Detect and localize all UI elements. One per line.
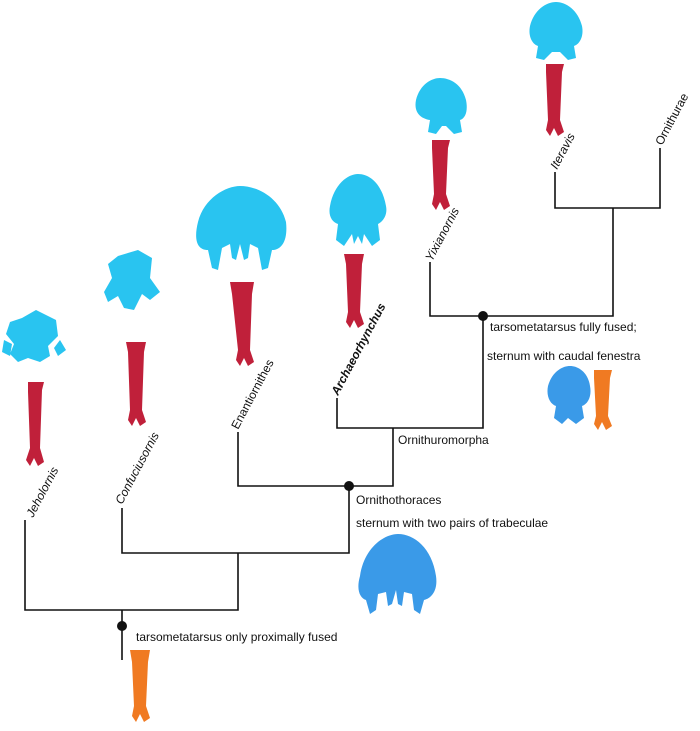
label-yixianornis: Yixianornis <box>422 205 462 263</box>
confuciusornis-illustrations <box>104 250 160 426</box>
jeholornis-illustrations <box>2 310 66 466</box>
archaeorhynchus-illustrations <box>329 174 387 328</box>
node-dot-ornithothoraces <box>344 481 354 491</box>
node-label-tmt-fused: tarsometatarsus fully fused; <box>490 320 637 334</box>
node-tmt-proximal-icon <box>130 650 150 722</box>
yixianornis-tmt-icon <box>432 140 450 210</box>
jeholornis-sternum-icon <box>2 310 66 362</box>
label-iteravis: Iteravis <box>547 131 578 172</box>
enantiornithes-sternum-icon <box>196 186 287 270</box>
node-tmt-fused-sternum-icon <box>547 366 591 424</box>
jeholornis-tmt-icon <box>26 382 44 466</box>
branch-pygostylia <box>121 486 350 554</box>
node-label-ornithuromorpha: Ornithuromorpha <box>398 433 489 447</box>
branch-root <box>24 520 239 611</box>
node-dot-tmt-proximal <box>117 621 127 631</box>
yixianornis-illustrations <box>415 78 467 210</box>
confuciusornis-sternum-icon <box>104 250 160 310</box>
iteravis-illustrations <box>529 2 583 136</box>
archaeorhynchus-sternum-icon <box>329 174 387 246</box>
branch-yix <box>429 208 614 317</box>
confuciusornis-tmt-icon <box>126 342 146 426</box>
node-tmt-fused-tmt-icon <box>594 370 612 430</box>
iteravis-tmt-icon <box>546 64 564 136</box>
branch-ornithothoraces <box>237 428 394 487</box>
tree-branches <box>24 148 661 660</box>
enantiornithes-illustrations <box>196 186 287 366</box>
label-confuciusornis: Confuciusornis <box>112 430 162 507</box>
node-label-ornithothoraces: Ornithothoraces <box>356 493 441 507</box>
node-dot-tmt-fused <box>478 311 488 321</box>
label-enantiornithes: Enantiornithes <box>228 357 276 431</box>
branch-ornithurae <box>554 148 661 209</box>
yixianornis-sternum-icon <box>415 78 467 134</box>
node-ornithothoraces-sternum-icon <box>358 534 437 614</box>
enantiornithes-tmt-icon <box>230 282 254 366</box>
node-illustrations <box>130 366 612 722</box>
branch-ornithuromorpha <box>336 316 484 429</box>
node-label-caudal-fenestra: sternum with caudal fenestra <box>487 349 641 363</box>
iteravis-sternum-icon <box>529 2 583 60</box>
node-label-trabeculae: sternum with two pairs of trabeculae <box>356 516 548 530</box>
archaeorhynchus-tmt-icon <box>344 254 364 328</box>
label-ornithurae: Ornithurae <box>652 90 691 147</box>
node-label-tmt-proximal: tarsometatarsus only proximally fused <box>136 630 337 644</box>
label-jeholornis: Jeholornis <box>23 465 62 521</box>
